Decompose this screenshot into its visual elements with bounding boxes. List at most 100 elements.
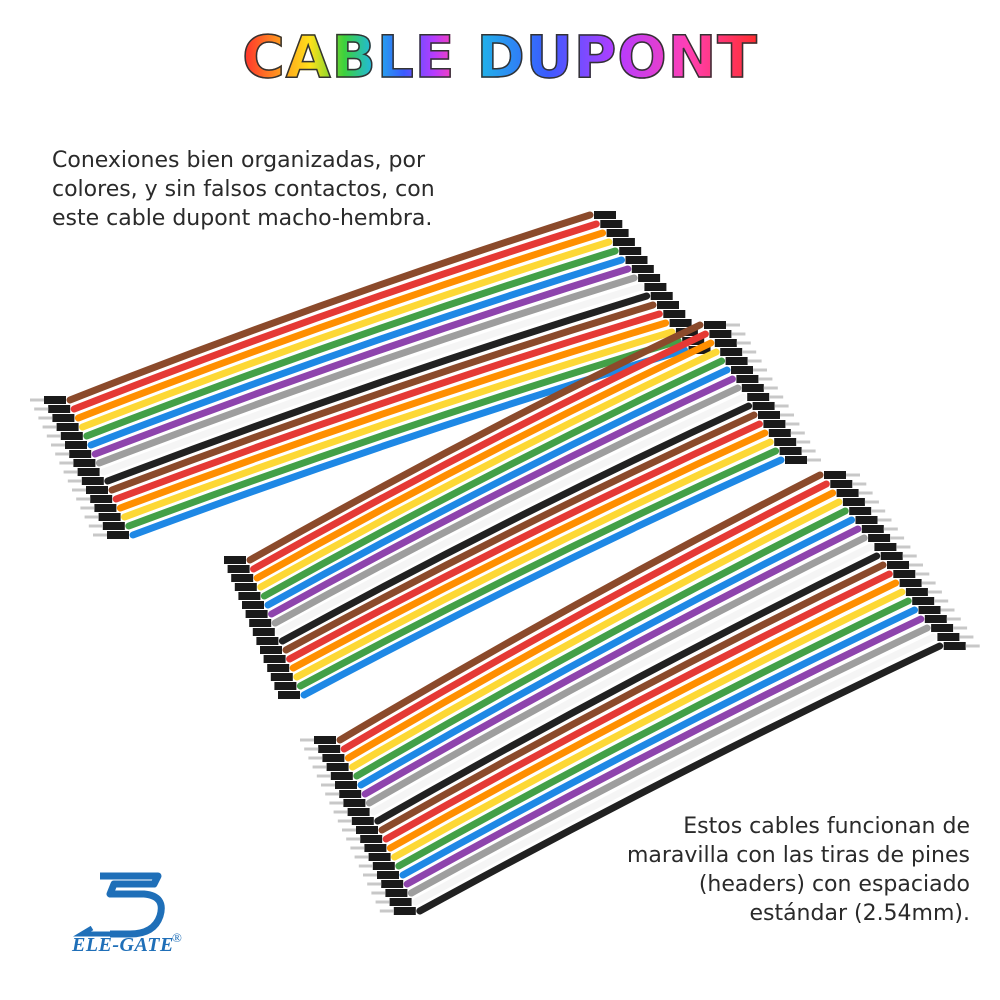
connector-housing xyxy=(763,420,786,428)
connector-pin xyxy=(790,431,805,435)
connector-pin xyxy=(337,819,352,823)
connector-housing xyxy=(326,763,349,771)
connector-housing xyxy=(937,633,960,641)
ele-gate-logo-icon xyxy=(72,872,165,938)
connector-housing xyxy=(44,396,66,404)
wire xyxy=(275,393,747,636)
connector-pin xyxy=(379,909,394,913)
connector-housing xyxy=(887,561,909,569)
wire xyxy=(250,330,709,573)
wire xyxy=(391,588,906,861)
connector-housing xyxy=(714,339,737,347)
connector-housing xyxy=(612,238,635,246)
connector-housing xyxy=(263,655,286,663)
connector-housing xyxy=(245,610,268,618)
wire xyxy=(349,498,843,771)
connector-pin xyxy=(371,891,386,895)
connector-pin xyxy=(736,341,751,345)
connector-housing xyxy=(393,907,416,915)
connector-pin xyxy=(909,563,923,567)
wire xyxy=(87,256,625,449)
wire xyxy=(260,357,726,600)
wire xyxy=(300,456,785,699)
wire xyxy=(340,480,830,753)
connector-pin xyxy=(42,425,57,429)
connector-housing xyxy=(94,504,117,512)
connector-pin xyxy=(93,533,107,537)
connector-housing xyxy=(381,880,404,888)
connector-housing xyxy=(227,565,250,573)
connector-pin xyxy=(321,783,335,787)
connector-housing xyxy=(60,432,83,440)
wire xyxy=(378,561,887,834)
connector-pin xyxy=(342,828,356,832)
connector-housing xyxy=(256,637,279,645)
connector-pin xyxy=(846,473,860,477)
wire xyxy=(399,606,918,879)
connector-housing xyxy=(849,507,872,515)
connector-housing xyxy=(606,229,629,237)
connector-pin xyxy=(30,398,44,402)
connector-pin xyxy=(807,458,821,462)
connector-housing xyxy=(231,574,254,582)
connector-pin xyxy=(915,572,930,576)
connector-pin xyxy=(896,545,911,549)
wire xyxy=(79,238,613,431)
connector-housing xyxy=(905,588,928,596)
wire xyxy=(268,375,736,618)
wire xyxy=(83,247,619,440)
connector-housing xyxy=(619,247,642,255)
connector-pin xyxy=(927,590,942,594)
connector-housing xyxy=(747,393,770,401)
connector-housing xyxy=(785,456,807,464)
connector-pin xyxy=(934,599,949,603)
connector-housing xyxy=(278,691,300,699)
connector-housing xyxy=(270,673,293,681)
connector-housing xyxy=(600,220,623,228)
connector-pin xyxy=(59,461,74,465)
connector-housing xyxy=(704,321,726,329)
connector-housing xyxy=(774,438,797,446)
description-top: Conexiones bien organizadas, por colores… xyxy=(52,148,435,231)
connector-housing xyxy=(343,799,366,807)
connector-pin xyxy=(959,635,974,639)
connector-pin xyxy=(67,479,82,483)
connector-pin xyxy=(726,323,740,327)
connector-pin xyxy=(38,416,53,420)
connector-pin xyxy=(946,617,961,621)
connector-pin xyxy=(88,524,103,528)
connector-pin xyxy=(300,738,314,742)
connector-housing xyxy=(86,486,108,494)
wire xyxy=(125,337,682,530)
wire xyxy=(116,319,670,512)
wire xyxy=(246,321,704,564)
connector-housing xyxy=(720,348,743,356)
connector-pin xyxy=(769,395,784,399)
connector-pin xyxy=(763,386,778,390)
wire xyxy=(100,283,644,476)
connector-pin xyxy=(304,747,319,751)
connector-housing xyxy=(242,601,264,609)
connector-housing xyxy=(274,682,297,690)
connector-housing xyxy=(736,375,759,383)
connector-housing xyxy=(731,366,753,374)
wire xyxy=(253,339,715,582)
connector-housing xyxy=(836,489,859,497)
connector-pin xyxy=(883,527,898,531)
connector-pin xyxy=(375,900,390,904)
connector-housing xyxy=(267,664,290,672)
connector-housing xyxy=(351,817,374,825)
connector-housing xyxy=(260,646,282,654)
connector-pin xyxy=(890,536,905,540)
connector-pin xyxy=(325,792,340,796)
connector-housing xyxy=(644,283,667,291)
connector-pin xyxy=(921,581,936,585)
connector-pin xyxy=(731,332,746,336)
wire xyxy=(407,624,931,897)
connector-pin xyxy=(84,515,99,519)
wire xyxy=(416,642,944,915)
wire xyxy=(121,328,676,521)
wire xyxy=(278,402,753,645)
connector-housing xyxy=(330,772,353,780)
